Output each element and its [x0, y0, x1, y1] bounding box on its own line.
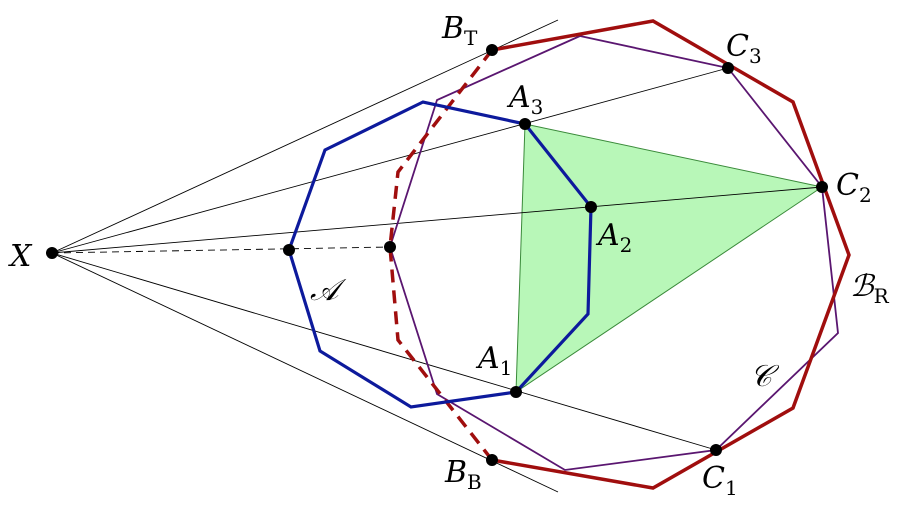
point-c3	[722, 62, 734, 74]
label-b-b: BB	[444, 455, 482, 494]
label-a-cal: 𝒜	[310, 273, 347, 308]
label-a1: A1	[475, 341, 512, 380]
point-a2	[585, 201, 597, 213]
point-b-t	[486, 44, 498, 56]
label-c-cal: 𝒞	[750, 359, 780, 394]
triangle-a3-c2-a1	[515, 123, 824, 393]
ray-upper-tangent	[51, 19, 559, 254]
label-c1: C1	[702, 461, 738, 500]
label-c3: C3	[726, 29, 762, 68]
label-b-r: ℬR	[850, 269, 890, 308]
point-c2	[816, 181, 828, 193]
point-c1	[710, 444, 722, 456]
ray-lower-tangent	[51, 252, 559, 493]
label-a3: A3	[506, 80, 543, 119]
point-a3	[519, 118, 531, 130]
label-c2: C2	[836, 168, 872, 207]
label-b-t: BT	[441, 11, 478, 50]
points	[46, 44, 828, 466]
ray-to-c1	[51, 252, 717, 451]
polygon-b-right	[491, 19, 851, 490]
ray-dashed-horizontal	[51, 246, 391, 254]
polygon-c	[389, 35, 839, 471]
point-b-b	[486, 454, 498, 466]
point-x	[46, 247, 58, 259]
point-a1	[510, 386, 522, 398]
point-b-left	[384, 241, 396, 253]
rays	[51, 19, 823, 493]
ray-to-c3	[51, 67, 729, 254]
ray-to-c2	[51, 186, 823, 254]
polygon-a	[287, 100, 593, 409]
point-a-left	[283, 244, 295, 256]
label-x: X	[8, 239, 33, 274]
label-a2: A2	[595, 218, 632, 257]
